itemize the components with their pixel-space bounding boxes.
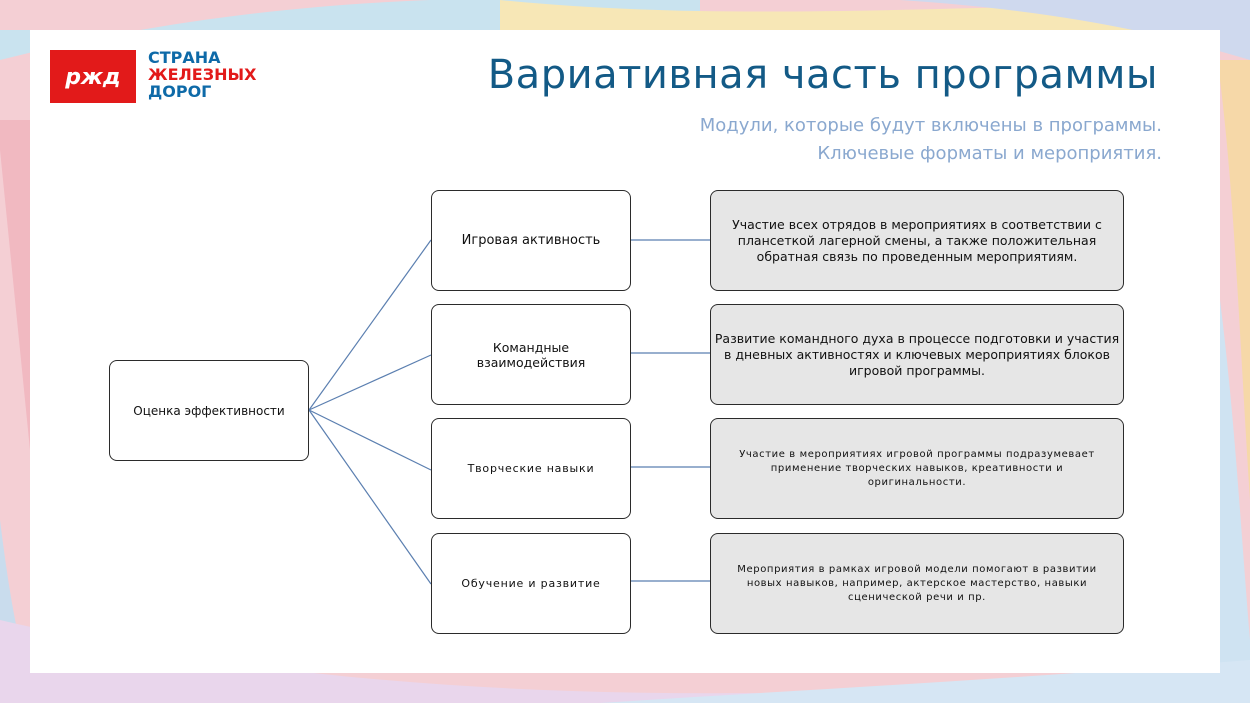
rzd-logo-mark: ржд [50, 50, 136, 103]
root-node-label: Оценка эффективности [133, 403, 285, 418]
branch-node-label: Обучение и развитие [461, 577, 601, 590]
logo-line-1: СТРАНА [148, 48, 221, 67]
detail-node-text: Участие всех отрядов в мероприятиях в со… [732, 216, 1102, 264]
detail-node-text: Мероприятия в рамках игровой модели помо… [737, 563, 1097, 603]
branch-node-2: Командные взаимодействия [431, 304, 631, 405]
connector-root-2 [308, 354, 432, 411]
detail-node-text: Участие в мероприятиях игровой программы… [739, 448, 1095, 488]
page-subtitle: Модули, которые будут включены в програм… [700, 112, 1162, 168]
detail-node-4: Мероприятия в рамках игровой модели помо… [710, 533, 1124, 634]
subtitle-line-1: Модули, которые будут включены в програм… [699, 115, 1162, 136]
rzd-logo: ржд СТРАНА ЖЕЛЕЗНЫХ ДОРОГ [50, 49, 260, 106]
detail-node-1: Участие всех отрядов в мероприятиях в со… [710, 190, 1124, 291]
connector-root-1 [308, 239, 432, 411]
branch-node-label: Творческие навыки [467, 462, 595, 475]
connector-root-4 [308, 409, 432, 585]
branch-node-label: Игровая активность [461, 233, 601, 248]
branch-node-4: Обучение и развитие [431, 533, 631, 634]
branch-node-label: Командные взаимодействия [476, 339, 586, 370]
root-node: Оценка эффективности [109, 360, 309, 461]
svg-text:ржд: ржд [64, 65, 120, 90]
logo-text: СТРАНА ЖЕЛЕЗНЫХ ДОРОГ [148, 49, 256, 100]
branch-node-1: Игровая активность [431, 190, 631, 291]
rzd-mark-icon: ржд [50, 50, 136, 103]
subtitle-line-2: Ключевые форматы и мероприятия. [817, 143, 1162, 164]
detail-node-2: Развитие командного духа в процессе подг… [710, 304, 1124, 405]
detail-node-3: Участие в мероприятиях игровой программы… [710, 418, 1124, 519]
logo-line-2: ЖЕЛЕЗНЫХ [148, 65, 257, 84]
page-title: Вариативная часть программы [487, 52, 1158, 98]
detail-node-text: Развитие командного духа в процессе подг… [714, 330, 1120, 378]
logo-line-3: ДОРОГ [148, 82, 212, 101]
branch-node-3: Творческие навыки [431, 418, 631, 519]
connector-root-3 [308, 409, 432, 471]
